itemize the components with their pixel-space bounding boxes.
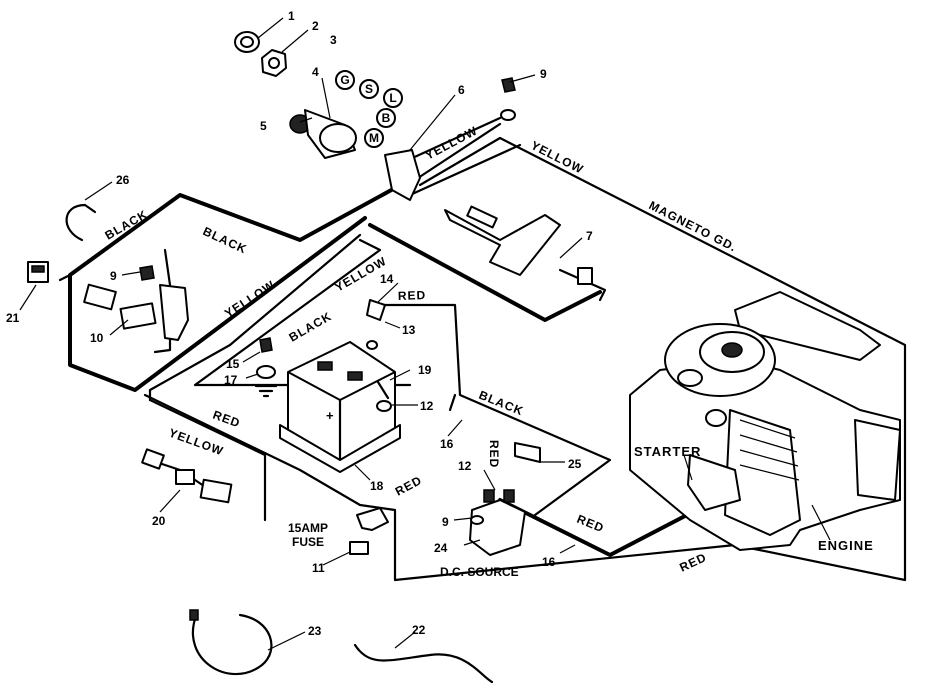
terminal-m: M (369, 131, 379, 145)
battery-cable-terminal (366, 299, 386, 350)
label-black-mid: BLACK (201, 224, 250, 257)
cable-22 (353, 643, 494, 684)
battery-plus: + (326, 408, 335, 423)
interlock-switch (139, 248, 189, 354)
part-6: 6 (458, 83, 465, 97)
part-13: 13 (402, 323, 416, 337)
starter-solenoid (469, 489, 526, 556)
part-24: 24 (434, 541, 448, 555)
terminal-l: L (389, 91, 396, 105)
label-red-lower: RED (677, 550, 709, 575)
part-9-left: 9 (110, 269, 117, 283)
label-red-solenoid: RED (575, 512, 607, 536)
terminal-g: G (340, 73, 349, 87)
terminal-boot (514, 442, 541, 463)
part-22: 22 (412, 623, 426, 637)
part-26: 26 (116, 173, 130, 187)
part-3: 3 (330, 33, 337, 47)
battery-terminal-bolt (376, 380, 392, 412)
label-red-top: RED (398, 288, 427, 303)
relay (27, 261, 49, 283)
ground-bolt-battery (254, 337, 278, 398)
part-4: 4 (312, 65, 319, 79)
part-17: 17 (224, 373, 238, 387)
label-black-left: BLACK (103, 207, 151, 243)
part-16-left: 16 (440, 437, 454, 451)
label-magneto-gd: MAGNETO GD. (647, 198, 740, 254)
label-yellow-mid: YELLOW (222, 278, 278, 321)
label-fuse-rating: 15AMP (288, 521, 328, 535)
part-21: 21 (6, 311, 20, 325)
label-red-left: RED (211, 408, 242, 431)
part-19: 19 (418, 363, 432, 377)
ignition-switch (289, 109, 357, 159)
seat-switch (119, 302, 157, 330)
harness-connector-20 (141, 448, 233, 504)
label-engine: ENGINE (818, 538, 874, 553)
part-16-bottom: 16 (542, 555, 556, 569)
battery: + (279, 341, 401, 473)
part-10: 10 (90, 331, 104, 345)
part-numbers: 1 2 3 4 5 6 9 7 26 21 9 10 14 13 15 17 1… (6, 9, 593, 638)
label-red-vertical: RED (487, 440, 501, 468)
part-5: 5 (260, 119, 267, 133)
switch-connector (384, 149, 421, 201)
cable-23 (189, 609, 273, 676)
label-dc-source: D.C. SOURCE (440, 565, 519, 579)
hex-nut (261, 49, 287, 77)
label-starter: STARTER (634, 444, 701, 459)
part-12-solenoid: 12 (458, 459, 472, 473)
part-7: 7 (586, 229, 593, 243)
label-red-bottom: RED (393, 473, 425, 499)
part-14: 14 (380, 272, 394, 286)
part-18: 18 (370, 479, 384, 493)
part-12-battery: 12 (420, 399, 434, 413)
fuse-holder (349, 507, 389, 555)
part-23: 23 (308, 624, 322, 638)
mounting-bracket (444, 205, 593, 285)
part-11: 11 (312, 561, 325, 575)
wire-clamp (65, 203, 97, 242)
switch-bezel (234, 31, 260, 53)
component-labels: STARTER ENGINE 15AMP FUSE D.C. SOURCE (288, 444, 874, 579)
part-2: 2 (312, 19, 319, 33)
part-9-top: 9 (540, 67, 547, 81)
harness-plug-left (83, 283, 117, 311)
label-fuse: FUSE (292, 535, 324, 549)
engine (629, 291, 901, 551)
ground-bolt-top (500, 77, 516, 121)
part-25: 25 (568, 457, 582, 471)
terminal-b: B (382, 111, 391, 125)
part-20: 20 (152, 514, 166, 528)
part-1: 1 (288, 9, 295, 23)
part-15: 15 (226, 357, 240, 371)
leader-lines (19, 17, 831, 651)
terminal-s: S (365, 82, 373, 96)
switch-terminals: G S L B M (335, 70, 403, 148)
part-9-solenoid: 9 (442, 515, 449, 529)
